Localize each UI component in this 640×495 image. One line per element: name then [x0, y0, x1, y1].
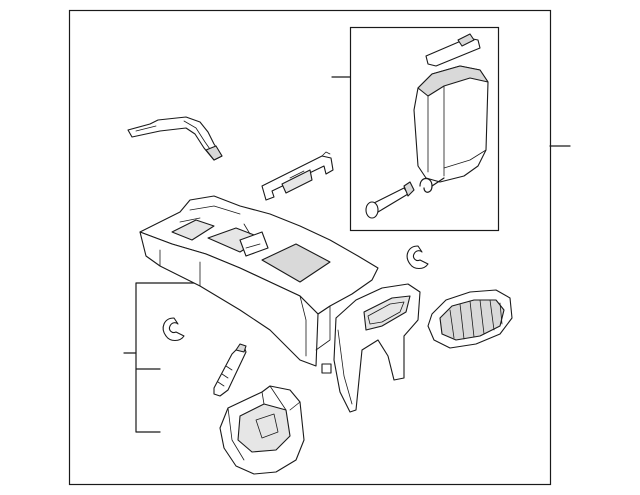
- trim-strip-icon: [127, 116, 223, 161]
- callout-bracket: [135, 282, 209, 433]
- armrest-assembly-group: [349, 26, 500, 232]
- clip-right: [406, 245, 429, 270]
- screw-icon: [213, 343, 247, 397]
- console-housing-icon: [139, 195, 379, 374]
- hinge-pin-icon: [365, 181, 415, 219]
- clip-left: [162, 317, 185, 342]
- rear-panel-icon: [333, 283, 421, 413]
- bracket-icon: [261, 151, 334, 201]
- armrest-lid-icon: [413, 65, 489, 183]
- air-vent-icon: [427, 289, 513, 349]
- latch-icon: [425, 33, 481, 67]
- spring-icon: [419, 177, 445, 193]
- mounting-bracket-icon: [219, 385, 305, 475]
